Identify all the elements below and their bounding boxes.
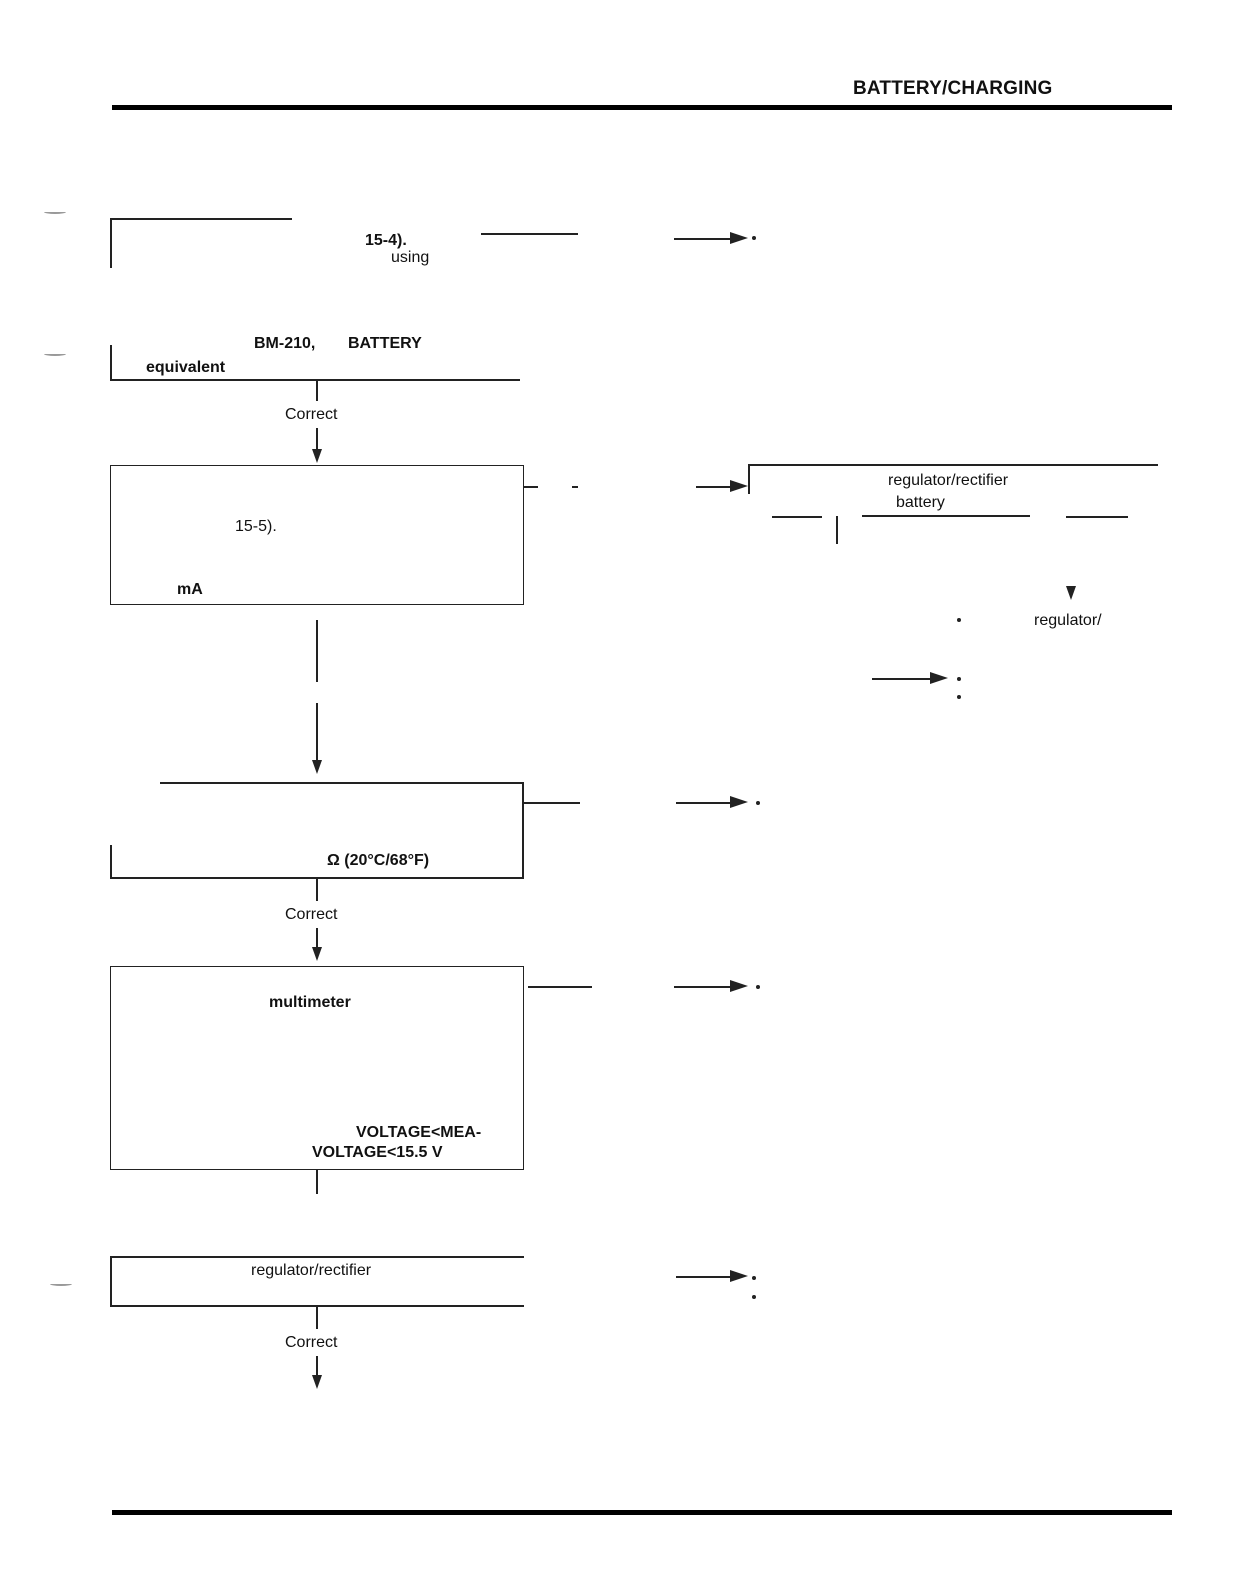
step-5-text: regulator/rectifier	[251, 1262, 372, 1279]
step-1-text: BATTERY	[348, 335, 422, 352]
connector-line	[316, 381, 318, 401]
arrow-right-icon	[730, 1270, 748, 1282]
box-edge	[522, 782, 524, 878]
branch-line	[572, 486, 578, 488]
connector-line	[316, 1307, 318, 1329]
bullet-icon	[957, 677, 961, 681]
bullet-icon	[752, 236, 756, 240]
bullet-icon	[752, 1295, 756, 1299]
branch-line	[1066, 516, 1128, 518]
box-edge	[110, 1256, 112, 1306]
connector-label: Correct	[285, 1334, 338, 1351]
box-edge	[110, 1256, 524, 1258]
footer-rule	[112, 1510, 1172, 1515]
branch-line	[528, 986, 592, 988]
bullet-icon	[752, 1276, 756, 1280]
box-edge	[748, 464, 750, 494]
connector-line	[316, 1170, 318, 1194]
branch-line	[524, 486, 538, 488]
arrow-down-icon	[312, 449, 322, 463]
margin-mark	[50, 1282, 72, 1286]
box-edge	[110, 218, 112, 268]
box-edge	[748, 464, 1158, 466]
step-3-text: Ω (20°C/68°F)	[327, 852, 430, 869]
connector-label: Correct	[285, 906, 338, 923]
arrow-right-icon	[730, 980, 748, 992]
branch-line	[524, 802, 580, 804]
margin-mark	[44, 210, 66, 214]
margin-mark	[44, 352, 66, 356]
arrow-down-icon	[312, 760, 322, 774]
step-4-text: VOLTAGE<15.5 V	[312, 1144, 443, 1161]
arrow-right-icon	[730, 796, 748, 808]
header-rule	[112, 105, 1172, 110]
connector-line	[316, 428, 318, 450]
step-1-text: BM-210,	[254, 335, 316, 352]
box-edge	[110, 218, 292, 220]
connector-label: Correct	[285, 406, 338, 423]
arrow-right-icon	[730, 232, 748, 244]
branch-line	[862, 515, 1030, 517]
arrow-down-icon	[312, 947, 322, 961]
arrow-down-icon	[312, 1375, 322, 1389]
bullet-icon	[756, 985, 760, 989]
box-edge	[110, 1305, 524, 1307]
arrow-line	[676, 802, 732, 804]
arrow-line	[676, 1276, 732, 1278]
arrow-down-icon	[1066, 586, 1076, 600]
step-2-text: 15-5).	[235, 518, 277, 535]
flow-step-2	[110, 465, 524, 605]
step-2-text: mA	[177, 581, 203, 598]
arrow-line	[674, 238, 732, 240]
connector-line	[316, 1356, 318, 1376]
arrow-right-icon	[930, 672, 948, 684]
connector-line	[316, 928, 318, 948]
bullet-icon	[957, 695, 961, 699]
box-edge	[110, 345, 112, 381]
bullet-icon	[957, 618, 961, 622]
step-4-text: multimeter	[269, 994, 351, 1011]
box-edge	[160, 782, 522, 784]
step-1-text: 15-4).	[365, 232, 407, 249]
arrow-right-icon	[730, 480, 748, 492]
branch-line	[481, 233, 578, 235]
step-1-text: using	[391, 249, 430, 266]
flow-step-4	[110, 966, 524, 1170]
connector-line	[316, 703, 318, 761]
box-edge	[110, 877, 524, 879]
arrow-line	[872, 678, 932, 680]
step-4-text: VOLTAGE<MEA-	[356, 1124, 482, 1141]
box-edge	[110, 845, 112, 878]
connector-line	[316, 620, 318, 682]
branch-line	[772, 516, 822, 518]
page-header-title: BATTERY/CHARGING	[853, 78, 1053, 99]
bullet-icon	[756, 801, 760, 805]
step-1-text: equivalent	[146, 359, 226, 376]
arrow-line	[674, 986, 732, 988]
arrow-line	[696, 486, 732, 488]
connector-line	[316, 879, 318, 901]
side-step-text: battery	[896, 494, 945, 511]
box-edge	[110, 379, 520, 381]
branch-line	[836, 516, 838, 544]
side-step-text: regulator/	[1034, 612, 1102, 629]
side-step-text: regulator/rectifier	[888, 472, 1009, 489]
